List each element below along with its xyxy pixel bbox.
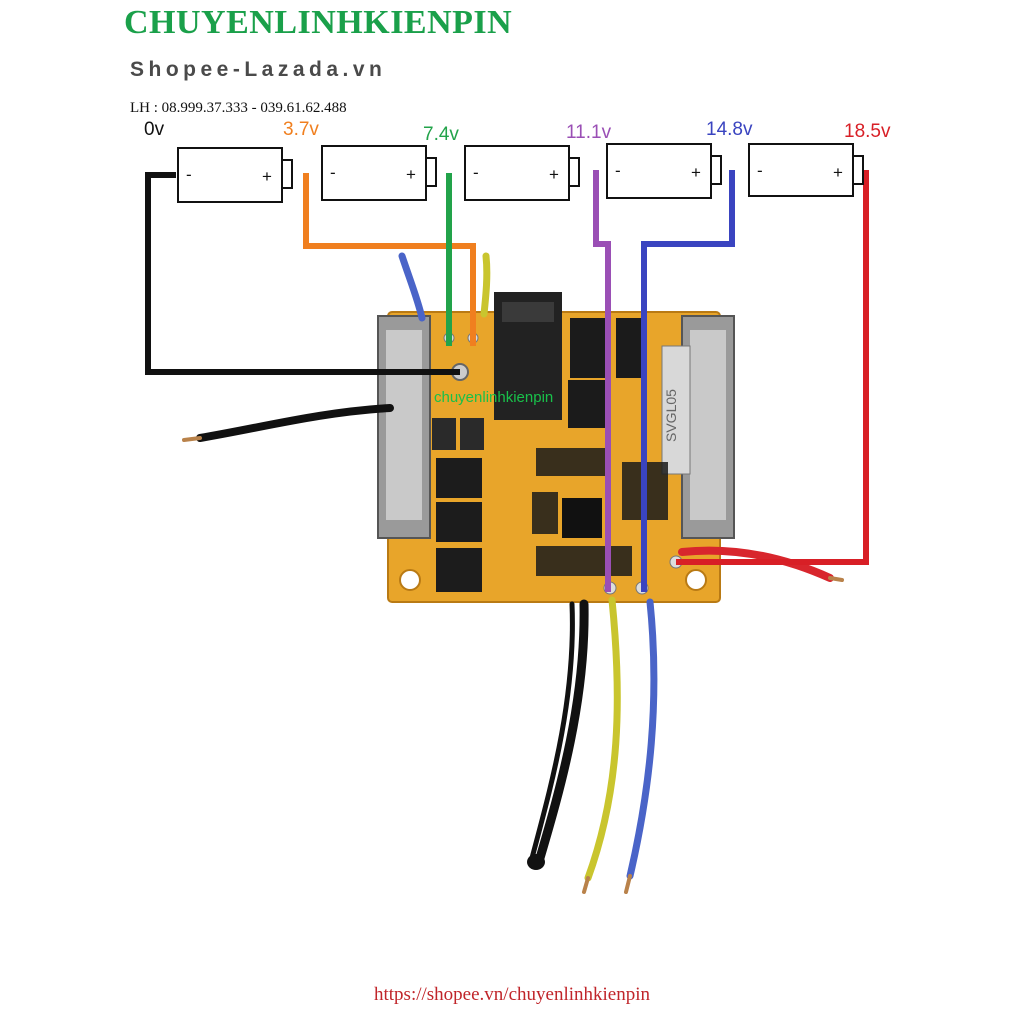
wire-thermistor-black bbox=[535, 599, 589, 863]
cell-pos-sign: + bbox=[691, 163, 701, 182]
wire-18v5 bbox=[676, 170, 869, 565]
voltage-label-18v5: 18.5v bbox=[844, 121, 891, 142]
voltage-label-7v4: 7.4v bbox=[423, 124, 459, 145]
battery-cell-4: - + bbox=[606, 143, 722, 199]
shop-url: https://shopee.vn/chuyenlinhkienpin bbox=[374, 984, 650, 1005]
wire-yellow-bottom bbox=[584, 596, 621, 882]
board-watermark: chuyenlinhkienpin bbox=[434, 389, 553, 406]
battery-cells: - + - + - + - + - + bbox=[177, 143, 864, 203]
cell-neg-sign: - bbox=[473, 163, 479, 182]
wire-blue-bottom-tip bbox=[624, 874, 632, 894]
wire-11v1 bbox=[593, 170, 611, 592]
mosfet-1 bbox=[436, 458, 482, 498]
wire-yellow-top bbox=[480, 252, 491, 318]
wire-thermistor-black-2 bbox=[529, 601, 575, 861]
cell-body bbox=[606, 143, 712, 199]
bms-board: SVGL05 chuyenlinhkienpin bbox=[377, 292, 735, 603]
left-heatsink-face bbox=[386, 330, 422, 520]
silkscreen-label: SVGL05 bbox=[663, 389, 679, 442]
mount-hole-left bbox=[399, 569, 421, 591]
cell-body bbox=[748, 143, 854, 197]
wire-blue-top bbox=[398, 252, 426, 322]
cell-cap bbox=[710, 155, 722, 185]
wire-3v7 bbox=[303, 173, 476, 346]
chip-top-2 bbox=[616, 318, 642, 378]
wire-red-right-tip bbox=[828, 576, 844, 582]
wire-black-left bbox=[196, 404, 394, 442]
cell-cap bbox=[568, 157, 580, 187]
cell-body bbox=[464, 145, 570, 201]
mount-hole-right bbox=[685, 569, 707, 591]
voltage-label-0v: 0v bbox=[144, 119, 165, 140]
brand-title: CHUYENLINHKIENPIN bbox=[124, 4, 513, 41]
smd-row-1 bbox=[536, 448, 610, 476]
battery-cell-5: - + bbox=[748, 143, 864, 197]
cell-neg-sign: - bbox=[186, 165, 192, 184]
cell-neg-sign: - bbox=[757, 161, 763, 180]
cell-cap bbox=[852, 155, 864, 185]
battery-cell-2: - + bbox=[321, 145, 437, 201]
cell-neg-sign: - bbox=[330, 163, 336, 182]
schematic-wires bbox=[145, 170, 869, 592]
voltage-label-14v8: 14.8v bbox=[706, 119, 753, 140]
contact-phone: LH : 08.999.37.333 - 039.61.62.488 bbox=[130, 100, 347, 116]
wire-0v bbox=[145, 172, 460, 375]
cell-pos-sign: + bbox=[833, 163, 843, 182]
board-wires bbox=[182, 252, 844, 894]
cell-pos-sign: + bbox=[406, 165, 416, 184]
wire-red-right bbox=[678, 546, 834, 582]
cell-pos-sign: + bbox=[549, 165, 559, 184]
battery-cell-3: - + bbox=[464, 145, 580, 201]
connector-top bbox=[502, 302, 554, 322]
wire-blue-bottom bbox=[626, 598, 658, 880]
silkscreen-module bbox=[661, 345, 691, 475]
smd-row-2 bbox=[532, 492, 558, 534]
controller-ic bbox=[562, 498, 602, 538]
wire-14v8 bbox=[641, 170, 735, 592]
wire-black-left-tip bbox=[182, 436, 202, 442]
right-heatsink-face bbox=[690, 330, 726, 520]
wire-yellow-bottom-tip bbox=[582, 876, 590, 894]
chip-mid bbox=[568, 380, 608, 428]
fuse-1 bbox=[432, 418, 456, 450]
voltage-label-11v1: 11.1v bbox=[566, 122, 612, 143]
shop-subtitle: Shopee-Lazada.vn bbox=[130, 58, 387, 81]
fuse-2 bbox=[460, 418, 484, 450]
voltage-label-3v7: 3.7v bbox=[283, 119, 319, 140]
cell-cap bbox=[425, 157, 437, 187]
thermistor-tip bbox=[527, 854, 545, 870]
chip-top-1 bbox=[570, 318, 606, 378]
cell-pos-sign: + bbox=[262, 167, 272, 186]
cell-neg-sign: - bbox=[615, 161, 621, 180]
smd-row-3 bbox=[536, 546, 632, 576]
battery-cell-1: - + bbox=[177, 147, 293, 203]
cell-cap bbox=[281, 159, 293, 189]
mosfet-3 bbox=[436, 548, 482, 592]
mosfet-2 bbox=[436, 502, 482, 542]
